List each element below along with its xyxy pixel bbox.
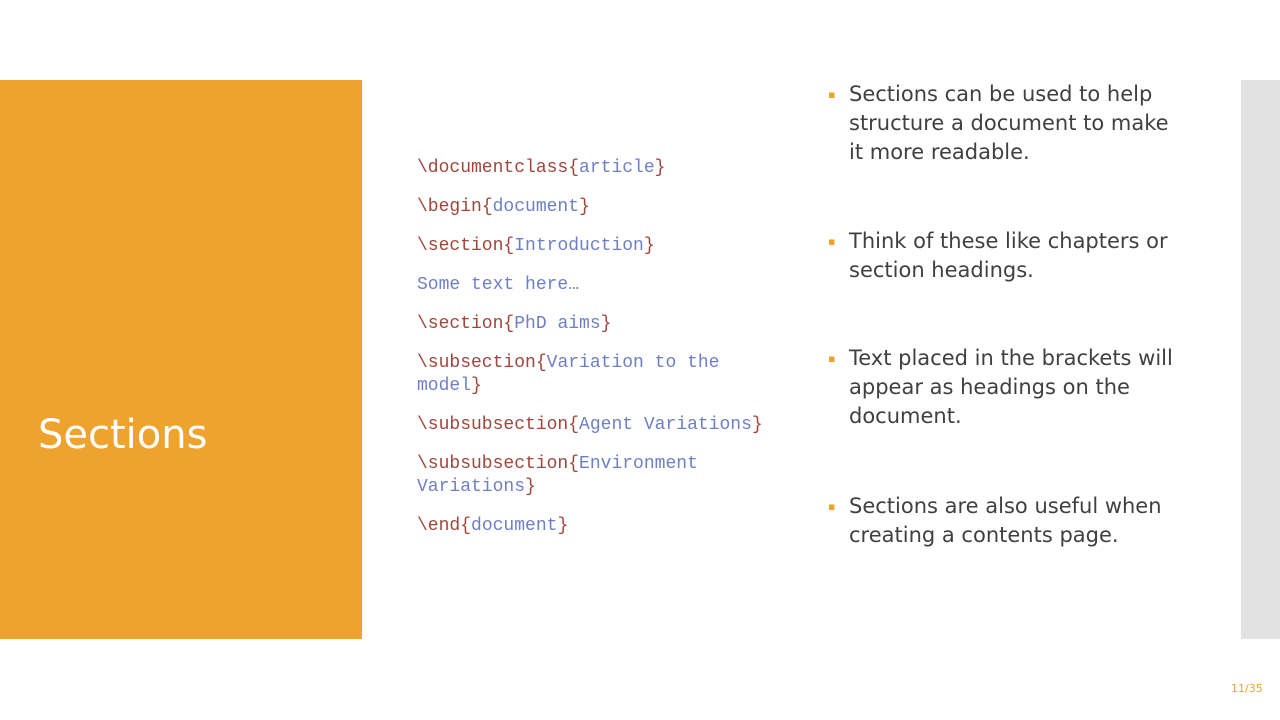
code-command: \subsubsection [417, 454, 569, 474]
code-argument: Variation to the model [417, 353, 720, 396]
code-line: \subsection{Variation to the model} [417, 352, 777, 398]
code-argument: Agent Variations [579, 415, 752, 435]
code-brace-open: { [503, 236, 515, 256]
code-line: \end{document} [417, 515, 777, 538]
code-argument: PhD aims [514, 314, 601, 334]
code-brace-open: { [460, 516, 472, 536]
bullet-item: ▪ Sections are also useful when creating… [828, 492, 1188, 550]
code-brace-close: } [525, 477, 536, 497]
code-command: \section [417, 236, 504, 256]
code-line: \documentclass{article} [417, 157, 777, 180]
bullet-item: ▪ Think of these like chapters or sectio… [828, 227, 1188, 285]
code-command: \end [417, 516, 461, 536]
decorative-strip [1241, 80, 1280, 639]
code-argument: document [492, 197, 580, 217]
code-command: \begin [417, 197, 482, 217]
code-brace-close: } [654, 158, 666, 178]
bullet-text: Sections can be used to help structure a… [849, 82, 1169, 164]
bullet-text: Think of these like chapters or section … [849, 229, 1168, 282]
square-bullet-icon: ▪ [828, 88, 836, 101]
code-argument: Introduction [514, 236, 644, 256]
code-line: \subsubsection{Agent Variations} [417, 414, 777, 437]
page-number: 11/35 [1231, 682, 1263, 695]
code-brace-close: } [579, 197, 590, 217]
code-command: \documentclass [417, 158, 569, 178]
code-argument: document [471, 516, 558, 536]
bullet-item: ▪ Sections can be used to help structure… [828, 80, 1188, 167]
code-line: \section{Introduction} [417, 235, 777, 258]
code-brace-open: { [568, 454, 580, 474]
square-bullet-icon: ▪ [828, 352, 836, 365]
code-brace-open: { [535, 353, 547, 373]
code-brace-close: } [643, 236, 655, 256]
bullet-text: Text placed in the brackets will appear … [849, 346, 1173, 428]
code-brace-close: } [751, 415, 763, 435]
slide-title: Sections [38, 412, 208, 458]
code-line: \begin{document} [417, 196, 777, 219]
latex-code-block: \documentclass{article} \begin{document}… [417, 157, 777, 554]
code-argument: Some text here… [417, 275, 580, 295]
code-brace-open: { [568, 415, 580, 435]
code-brace-close: } [471, 376, 482, 396]
bullet-item: ▪ Text placed in the brackets will appea… [828, 344, 1188, 431]
code-command: \subsubsection [417, 415, 569, 435]
code-brace-open: { [568, 158, 580, 178]
square-bullet-icon: ▪ [828, 235, 836, 248]
code-line: \subsubsection{Environment Variations} [417, 453, 777, 499]
bullet-text: Sections are also useful when creating a… [849, 494, 1162, 547]
square-bullet-icon: ▪ [828, 500, 836, 513]
title-panel: Sections [0, 80, 362, 639]
code-argument: article [579, 158, 655, 178]
code-brace-close: } [600, 314, 612, 334]
code-brace-close: } [557, 516, 569, 536]
code-command: \subsection [417, 353, 536, 373]
code-brace-open: { [481, 197, 493, 217]
code-command: \section [417, 314, 504, 334]
code-argument: Environment Variations [417, 454, 698, 497]
code-line: Some text here… [417, 274, 777, 297]
code-line: \section{PhD aims} [417, 313, 777, 336]
code-brace-open: { [503, 314, 515, 334]
